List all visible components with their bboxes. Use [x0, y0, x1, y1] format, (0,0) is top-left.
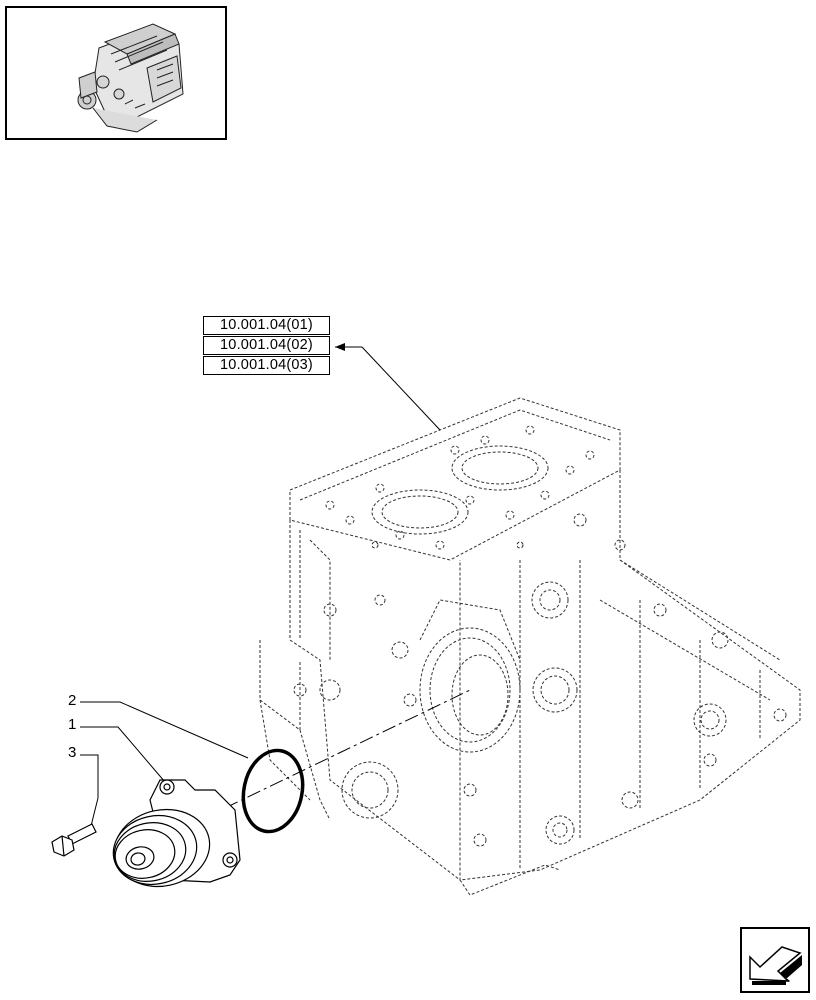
reference-link-03[interactable]: 10.001.04(03) [203, 356, 330, 375]
engine-thumbnail [5, 6, 227, 140]
part-3-bolt [51, 823, 97, 857]
next-page-arrow-icon [749, 946, 802, 985]
reference-arrowhead [335, 343, 345, 351]
reference-link-01[interactable]: 10.001.04(01) [203, 316, 330, 335]
leader-lines [80, 346, 471, 831]
engine-block-phantom [259, 397, 801, 896]
callout-2: 2 [68, 692, 77, 709]
engine-icon [77, 23, 184, 133]
callout-3: 3 [68, 744, 77, 761]
part-2-o-ring [241, 748, 305, 834]
next-page-button[interactable] [740, 927, 810, 993]
part-1-water-pump [112, 779, 241, 888]
reference-link-02[interactable]: 10.001.04(02) [203, 336, 330, 355]
callout-1: 1 [68, 716, 77, 733]
